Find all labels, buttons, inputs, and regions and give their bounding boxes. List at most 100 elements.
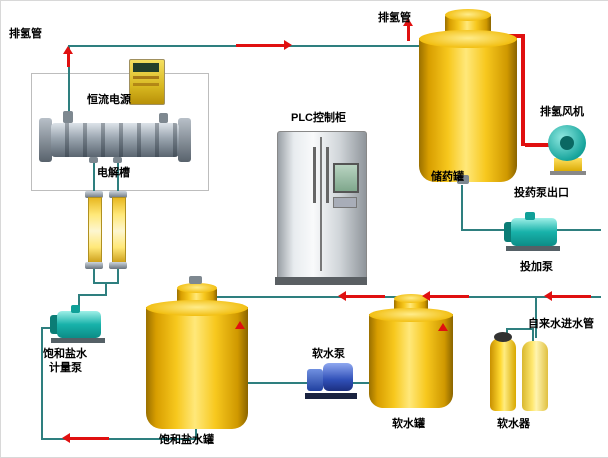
flow-arrow-left <box>341 295 385 298</box>
rotameter-cap <box>85 262 103 269</box>
brine-tank-lid-top <box>177 283 217 293</box>
dosing-pump-body <box>511 218 557 246</box>
softener-cylinder-left <box>490 338 516 411</box>
soft-water-pump-head <box>307 369 323 391</box>
flow-arrow-right-head-icon <box>284 40 297 50</box>
pipe <box>41 327 43 440</box>
label-power-supply: 恒流电源 <box>87 94 131 106</box>
pipe <box>93 268 95 284</box>
pipe <box>195 428 197 440</box>
plc-cabinet <box>277 131 367 281</box>
storage-tank-body <box>419 38 517 182</box>
plc-door-handle <box>326 147 329 203</box>
pipe <box>461 185 463 231</box>
flow-arrow-left <box>425 295 469 298</box>
label-water-softener: 软水器 <box>497 418 530 430</box>
pipe <box>506 328 534 330</box>
label-tap-water-inlet: 自来水进水管 <box>528 318 594 330</box>
label-hydrogen-pipe-left: 排氢管 <box>9 28 42 40</box>
soft-water-tank-top <box>369 308 453 322</box>
electrolyzer-bottom-fitting <box>113 157 122 163</box>
brine-tank-body <box>146 307 248 429</box>
pipe <box>117 268 119 284</box>
brine-pump-body <box>57 311 101 338</box>
pipe <box>41 438 197 440</box>
label-electrolyzer: 电解槽 <box>97 167 130 179</box>
pipe <box>248 382 307 384</box>
pipe <box>78 294 80 307</box>
pipe <box>41 327 55 329</box>
electrolyzer-top-fitting <box>63 111 73 123</box>
gauge-arrow-up-icon <box>438 323 448 331</box>
brine-pump-base <box>51 338 105 343</box>
rotameter-cap <box>85 191 103 198</box>
storage-tank-outlet-valve <box>457 175 469 184</box>
plc-keypad <box>333 197 357 208</box>
gauge-arrow-up-icon <box>235 321 245 329</box>
soft-water-pump-base <box>305 393 357 399</box>
pipe <box>535 298 537 338</box>
plc-door-divider <box>320 137 322 271</box>
pipe <box>353 382 369 384</box>
electrolyzer-body <box>51 123 179 157</box>
power-supply-display <box>133 63 159 72</box>
power-supply-panel-row <box>133 76 159 79</box>
plc-door-handle <box>313 147 316 203</box>
flow-arrow-left-head-icon <box>539 291 552 301</box>
brine-pump-nub <box>71 305 80 313</box>
pipe <box>532 328 534 341</box>
soft-water-pump-motor <box>323 363 353 391</box>
flow-arrow-left-head-icon <box>57 433 70 443</box>
label-soft-water-tank: 软水罐 <box>392 418 425 430</box>
label-exhaust-fan: 排氢风机 <box>540 106 584 118</box>
pipe <box>105 282 107 296</box>
hydrogen-exhaust-pipe <box>521 34 525 146</box>
label-dosing-pump: 投加泵 <box>520 261 553 273</box>
label-brine-tank: 饱和盐水罐 <box>159 434 214 446</box>
label-brine-pump-line2: 计量泵 <box>49 362 82 374</box>
label-plc-cabinet: PLC控制柜 <box>291 112 346 124</box>
rotameter-tube <box>88 197 102 265</box>
plc-screen <box>333 163 359 193</box>
dosing-pump-endcap <box>504 222 514 242</box>
pipe <box>117 159 119 193</box>
flow-arrow-left-head-icon <box>333 291 346 301</box>
brine-pump-endcap <box>50 315 60 334</box>
brine-tank-top <box>146 300 248 316</box>
pipe <box>557 229 601 231</box>
plc-cabinet-base <box>275 277 367 285</box>
softener-cylinder-right <box>522 341 548 411</box>
flow-arrow-up-head-icon <box>63 46 73 54</box>
storage-tank-top <box>419 30 517 48</box>
pipe <box>78 294 107 296</box>
electrolyzer-top-fitting <box>159 113 168 123</box>
label-soft-water-pump: 软水泵 <box>312 348 345 360</box>
softener-valve-cap <box>494 332 512 342</box>
rotameter-tube <box>112 197 126 265</box>
storage-tank-lid-top <box>445 9 491 21</box>
flow-arrow-left <box>547 295 591 298</box>
label-dosing-pump-outlet: 投药泵出口 <box>514 187 569 199</box>
label-brine-pump-line1: 饱和盐水 <box>43 348 87 360</box>
electrolyzer-enclosure-outline <box>31 73 209 191</box>
electrolyzer-flange-left <box>39 118 52 162</box>
exhaust-fan-outlet <box>554 158 582 172</box>
pipe <box>68 47 70 125</box>
flow-arrow-up <box>67 53 70 67</box>
flow-arrow-up-head-icon <box>403 18 413 26</box>
flow-arrow-left-head-icon <box>417 291 430 301</box>
rotameter-cap <box>109 191 127 198</box>
electrolyzer-bottom-fitting <box>89 157 98 163</box>
dosing-pump-base <box>506 246 560 251</box>
brine-tank-lid-fitting <box>189 276 202 284</box>
soft-water-tank-lid-top <box>394 294 428 303</box>
pipe <box>463 229 504 231</box>
dosing-pump-nub <box>525 212 535 220</box>
flow-arrow-left <box>65 437 109 440</box>
power-supply-panel-row <box>133 83 159 86</box>
flow-arrow-up <box>407 25 410 41</box>
exhaust-fan-base <box>550 171 586 175</box>
pipe <box>93 159 95 193</box>
hydrogen-exhaust-pipe <box>525 143 549 147</box>
